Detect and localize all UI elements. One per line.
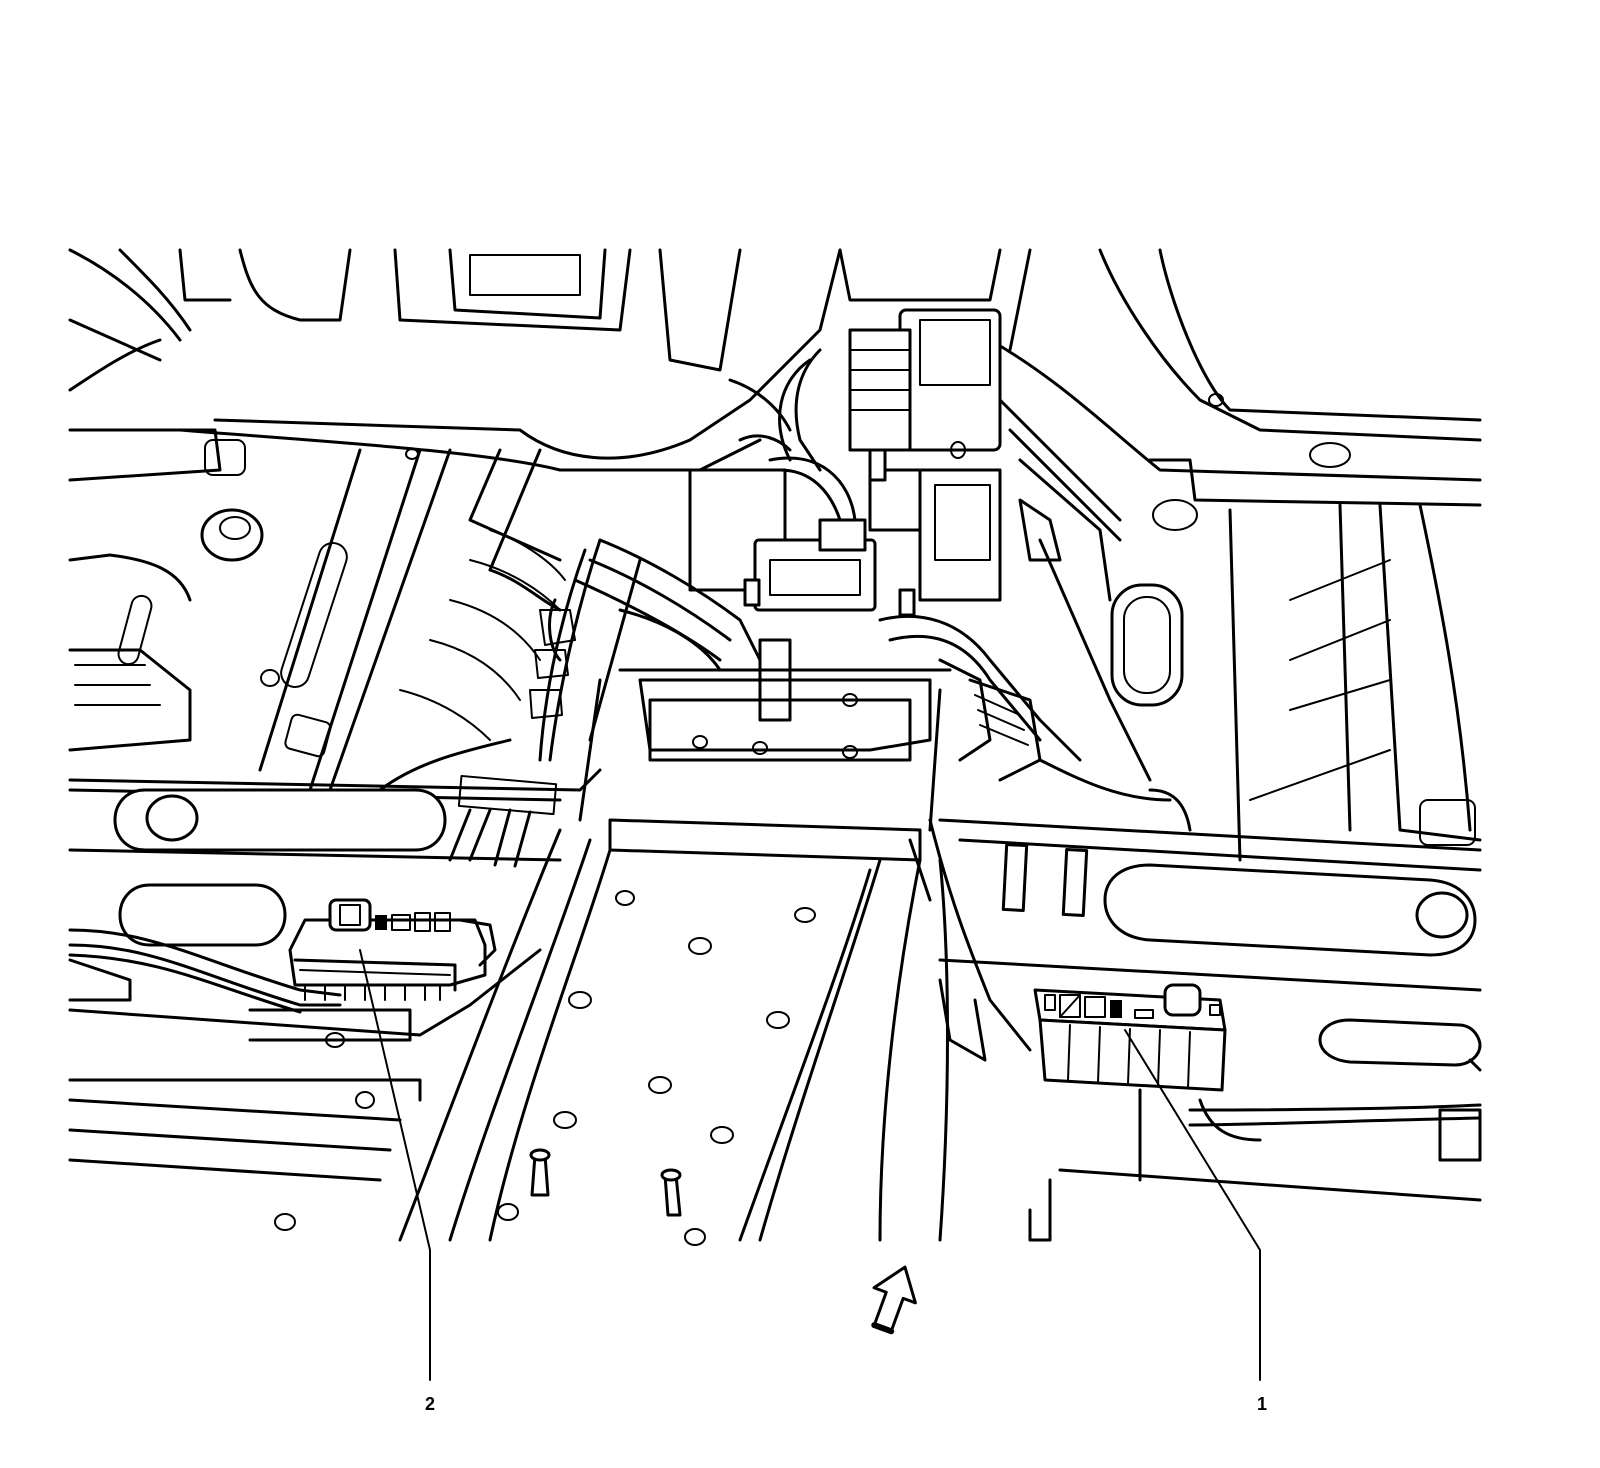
- right-cross-rail: [908, 818, 1482, 1242]
- forward-arrow-icon: [871, 1265, 917, 1335]
- rear-floor-pan: [68, 248, 1482, 531]
- left-floor-ribs: [68, 428, 566, 792]
- leader-line-2: [359, 949, 431, 1381]
- connector-2[interactable]: [288, 898, 497, 1001]
- wire-harness-right: [1188, 1098, 1482, 1142]
- callout-1-label: 1: [1257, 1394, 1267, 1414]
- left-cross-rail: [68, 768, 602, 1182]
- connector-1[interactable]: [1033, 983, 1227, 1092]
- callout-2-label: 2: [425, 1394, 435, 1414]
- leader-line-1: [1124, 1029, 1261, 1381]
- center-tunnel: [274, 638, 952, 1246]
- right-floor-ribs: [998, 398, 1482, 862]
- center-module-and-harness: [529, 308, 1192, 832]
- wire-harness-left: [68, 928, 342, 1014]
